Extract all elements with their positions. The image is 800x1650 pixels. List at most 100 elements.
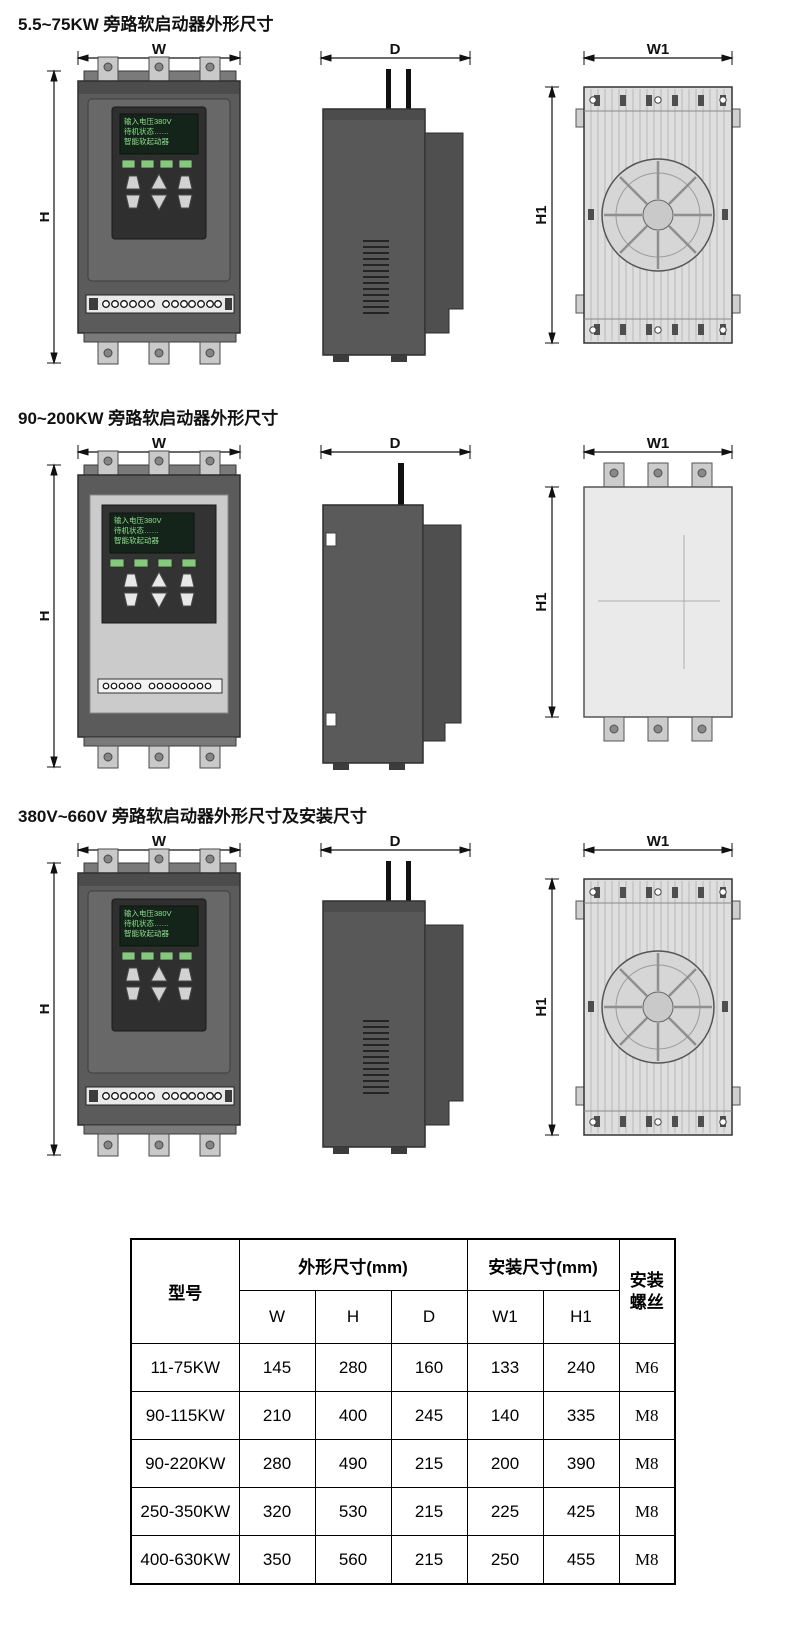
h-cell: 400 xyxy=(314,1391,392,1440)
height-dimension xyxy=(47,463,61,769)
w-cell: 280 xyxy=(238,1439,316,1488)
w1-cell: 225 xyxy=(466,1487,544,1536)
depth-dim-label: D xyxy=(390,43,401,58)
device-front: 输入电压380V 待机状态…… 智能软起动器 xyxy=(77,56,241,365)
device-side xyxy=(322,463,462,770)
table-row: 400-630KW 350 560 215 250 455 M8 xyxy=(130,1535,676,1585)
width1-dimension xyxy=(582,445,734,459)
mounting-hole xyxy=(325,712,337,727)
height1-dim-label: H1 xyxy=(536,592,550,611)
busbar-pin xyxy=(398,463,404,505)
width-dim-label: W xyxy=(152,437,167,452)
screw-cell: M8 xyxy=(618,1391,676,1440)
device-side xyxy=(322,69,464,362)
h1-cell: 390 xyxy=(542,1439,620,1488)
height1-dim-label: H1 xyxy=(536,997,550,1016)
width1-dim-label: W1 xyxy=(647,437,670,452)
display-panel: 输入电压380V 待机状态…… 智能软起动器 xyxy=(101,504,217,624)
d-cell: 215 xyxy=(390,1439,468,1488)
lcd-line-2: 待机状态…… xyxy=(124,126,169,136)
section-title: 90~200KW 旁路软启动器外形尺寸 xyxy=(18,409,279,428)
section-drawings: W H xyxy=(0,43,800,378)
model-cell: 400-630KW xyxy=(130,1535,240,1585)
screw-cell: M8 xyxy=(618,1535,676,1585)
w1-cell: 140 xyxy=(466,1391,544,1440)
h-cell: 490 xyxy=(314,1439,392,1488)
d-cell: 160 xyxy=(390,1343,468,1392)
screw-cell: M8 xyxy=(618,1439,676,1488)
section-5-75kw: 5.5~75KW 旁路软启动器外形尺寸 W H xyxy=(0,10,800,378)
height1-dimension xyxy=(545,85,559,345)
function-buttons xyxy=(121,159,193,169)
top-terminals xyxy=(603,462,713,488)
function-buttons xyxy=(121,951,193,961)
h1-cell: 455 xyxy=(542,1535,620,1585)
height-dim-label: H xyxy=(40,212,53,223)
fan-icon xyxy=(601,950,715,1064)
section-drawings: W H xyxy=(0,835,800,1170)
lcd-line-3: 智能软起动器 xyxy=(114,535,159,545)
top-terminals xyxy=(97,450,221,476)
col-header-model: 型号 xyxy=(130,1238,240,1344)
model-cell: 250-350KW xyxy=(130,1487,240,1536)
front-view-drawing: W H xyxy=(40,43,242,365)
mounting-slots xyxy=(588,95,728,335)
col-header-outline: 外形尺寸(mm) xyxy=(238,1238,468,1291)
table-header-row-1: 型号 外形尺寸(mm) 安装尺寸(mm) 安装 螺丝 xyxy=(130,1238,676,1344)
section-380-660v: 380V~660V 旁路软启动器外形尺寸及安装尺寸 W H xyxy=(0,802,800,1170)
screw-cell: M8 xyxy=(618,1487,676,1536)
back-view-drawing: W1 H1 xyxy=(536,835,741,1137)
terminal-strip xyxy=(97,678,223,694)
screw-header-line2: 螺丝 xyxy=(629,1292,664,1312)
depth-dimension xyxy=(319,843,472,857)
table-row: 90-220KW 280 490 215 200 390 M8 xyxy=(130,1439,676,1488)
col-header-screw: 安装 螺丝 xyxy=(618,1238,676,1344)
h1-cell: 240 xyxy=(542,1343,620,1392)
depth-dim-label: D xyxy=(390,835,401,850)
depth-dimension xyxy=(319,445,472,459)
lcd-line-2: 待机状态…… xyxy=(124,918,169,928)
side-view-drawing: D xyxy=(319,43,472,362)
fan-icon xyxy=(601,158,715,272)
device-front: 输入电压380V 待机状态…… 智能软起动器 xyxy=(77,450,241,769)
section-90-200kw: 90~200KW 旁路软启动器外形尺寸 W H xyxy=(0,404,800,782)
side-view-drawing: D xyxy=(319,835,472,1154)
vent-slots xyxy=(363,1020,389,1094)
height1-dim-label: H1 xyxy=(536,205,550,224)
w-cell: 210 xyxy=(238,1391,316,1440)
terminal-strip xyxy=(85,294,235,314)
model-cell: 90-220KW xyxy=(130,1439,240,1488)
col-header-w1: W1 xyxy=(466,1290,544,1344)
h-cell: 560 xyxy=(314,1535,392,1585)
section-drawings: W H xyxy=(0,437,800,782)
side-view-drawing: D xyxy=(319,437,472,770)
back-view-drawing: W1 H1 xyxy=(536,437,734,742)
width1-dim-label: W1 xyxy=(647,835,670,850)
height1-dimension xyxy=(545,877,559,1137)
bottom-terminals xyxy=(603,716,713,742)
vent-slots xyxy=(363,240,389,314)
terminal-strip xyxy=(85,1086,235,1106)
width1-dimension xyxy=(582,843,734,857)
function-buttons xyxy=(109,558,197,568)
w-cell: 350 xyxy=(238,1535,316,1585)
keypad-arrows xyxy=(123,570,195,610)
front-view-drawing: W H xyxy=(40,437,242,769)
bottom-terminals xyxy=(97,1133,221,1157)
table-row: 250-350KW 320 530 215 225 425 M8 xyxy=(130,1487,676,1536)
col-header-w: W xyxy=(238,1290,316,1344)
busbar-pin xyxy=(386,69,391,109)
width1-dim-label: W1 xyxy=(647,43,670,58)
dimensions-table: 型号 外形尺寸(mm) 安装尺寸(mm) 安装 螺丝 W H D W1 H1 1… xyxy=(130,1238,676,1585)
width-dim-label: W xyxy=(152,835,167,850)
screws xyxy=(589,888,727,1126)
depth-dim-label: D xyxy=(390,437,401,452)
height-dimension xyxy=(47,69,61,365)
table-header-row-2: W H D W1 H1 xyxy=(131,1290,675,1344)
lcd-line-3: 智能软起动器 xyxy=(124,928,169,938)
keypad-arrows xyxy=(125,172,193,212)
bottom-terminals xyxy=(97,745,221,769)
width-dim-label: W xyxy=(152,43,167,58)
busbar-pin xyxy=(386,861,391,901)
